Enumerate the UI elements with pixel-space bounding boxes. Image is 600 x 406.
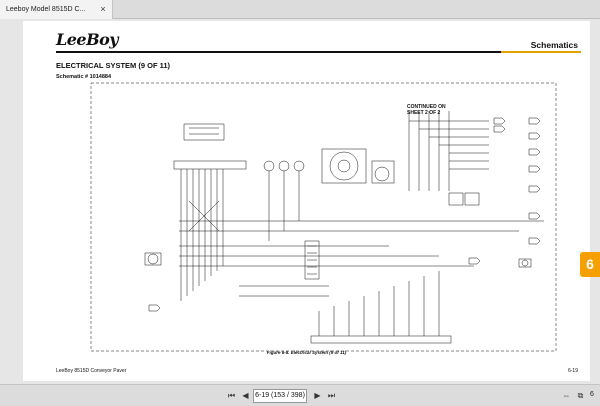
document-page: LeeBoy Schematics ELECTRICAL SYSTEM (9 O… — [23, 21, 590, 381]
figure-caption: Figure 6-8. Electrical System (9 of 11) — [266, 350, 347, 355]
document-tab[interactable]: Leeboy Model 8515D C... × — [0, 0, 113, 19]
first-page-icon[interactable]: ⏮ — [227, 391, 236, 400]
sheet-label: SHEET 2 OF 2 — [407, 110, 441, 116]
header-rule-accent — [501, 51, 581, 53]
next-page-icon[interactable]: ▶ — [314, 391, 321, 400]
fit-page-icon[interactable]: ⧉ — [577, 391, 584, 400]
close-icon[interactable]: × — [100, 4, 106, 14]
brand-logo: LeeBoy — [56, 30, 119, 49]
page-heading: ELECTRICAL SYSTEM (9 OF 11) — [56, 61, 171, 70]
document-viewport[interactable]: LeeBoy Schematics ELECTRICAL SYSTEM (9 O… — [0, 19, 600, 384]
continued-label: CONTINUED ON — [407, 104, 446, 110]
chapter-tab[interactable]: 6 — [580, 252, 600, 277]
tab-bar: Leeboy Model 8515D C... × — [0, 0, 600, 19]
footer-page-number: 6-19 — [567, 368, 578, 374]
previous-page-icon[interactable]: ◀ — [242, 391, 249, 400]
page-number-input[interactable]: 6-19 (153 / 398) — [253, 389, 307, 403]
section-title: Schematics — [530, 40, 578, 50]
header-rule — [56, 51, 581, 53]
wiring-schematic: CONTINUED ON SHEET 2 OF 2 — [90, 82, 557, 352]
zoom-level[interactable]: 6 — [590, 391, 594, 398]
fit-width-icon[interactable]: ⇔ — [562, 391, 571, 400]
schematic-number: Schematic # 1014884 — [56, 74, 112, 80]
last-page-icon[interactable]: ⏭ — [327, 391, 336, 400]
bottom-toolbar: ⏮ ◀ 6-19 (153 / 398) ▶ ⏭ ⇔ ⧉ 6 — [0, 384, 600, 406]
document-tab-title: Leeboy Model 8515D C... — [6, 6, 86, 13]
footer-model: LeeBoy 8515D Conveyor Paver — [56, 368, 127, 374]
